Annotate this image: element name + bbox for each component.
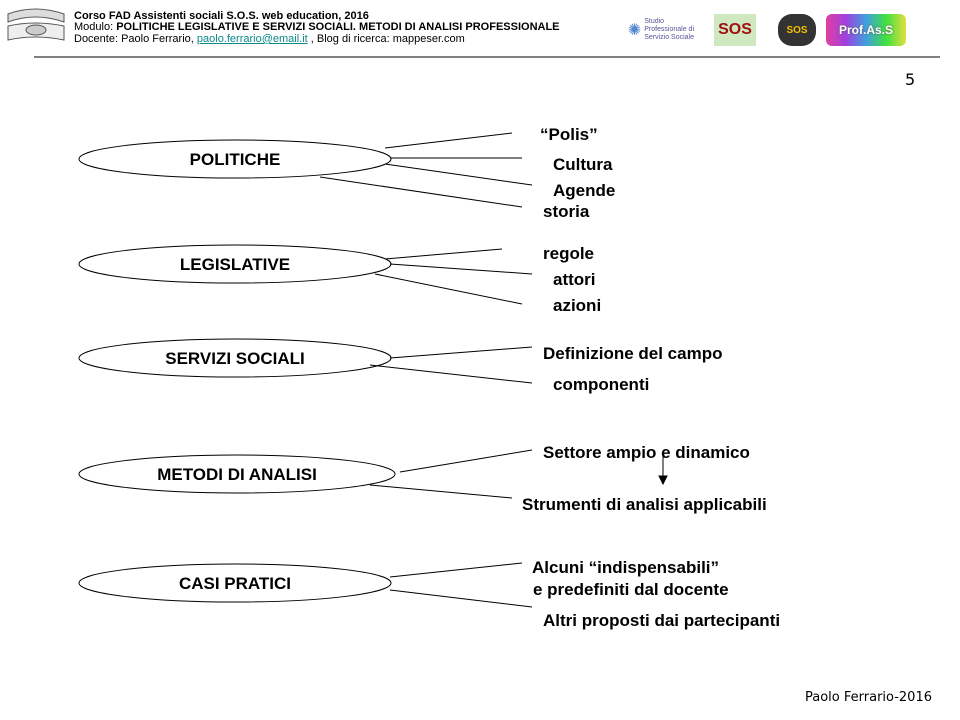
topic-casi-pratici: CASI PRATICI bbox=[178, 574, 292, 593]
course-logo-icon bbox=[7, 8, 65, 41]
item-polis: “Polis” bbox=[540, 125, 598, 144]
ellipse-politiche bbox=[78, 139, 392, 179]
email-link[interactable]: paolo.ferrario@email.it bbox=[196, 33, 308, 45]
item-attori: attori bbox=[553, 270, 596, 289]
topic-servizi-sociali: SERVIZI SOCIALI bbox=[165, 349, 305, 368]
topic-metodi-di-analisi: METODI DI ANALISI bbox=[157, 465, 317, 484]
profass-logo: Prof.As.S bbox=[826, 14, 906, 46]
item-componenti: componenti bbox=[553, 375, 650, 394]
ellipse-metodi bbox=[78, 454, 396, 494]
teacher-line: Docente: Paolo Ferrario, paolo.ferrario@… bbox=[74, 33, 465, 45]
item-storia: storia bbox=[543, 202, 590, 221]
item-strumenti: Strumenti di analisi applicabili bbox=[522, 495, 767, 514]
studio-logo: ✺Studio Professionale di Servizio Social… bbox=[627, 18, 695, 41]
item-azioni: azioni bbox=[553, 296, 602, 315]
item-cultura: Cultura bbox=[553, 155, 613, 174]
item-settore: Settore ampio e dinamico bbox=[543, 443, 750, 462]
topic-legislative: LEGISLATIVE bbox=[179, 255, 291, 274]
course-title: Corso FAD Assistenti sociali S.O.S. web … bbox=[74, 10, 369, 22]
teacher-name: Docente: Paolo Ferrario, bbox=[74, 33, 197, 45]
studio-logo-text: Studio Professionale di Servizio Sociale bbox=[644, 18, 695, 41]
sos-video-logo: SOS bbox=[778, 14, 816, 46]
footer-author: Paolo Ferrario-2016 bbox=[805, 690, 932, 705]
arrow-down-icon bbox=[658, 475, 668, 486]
item-agende: Agende bbox=[553, 181, 616, 200]
page-number: 5 bbox=[905, 70, 916, 89]
module-title: POLITICHE LEGISLATIVE E SERVIZI SOCIALI.… bbox=[116, 21, 560, 33]
item-definizione: Definizione del campo bbox=[543, 344, 723, 363]
item-indispensabili: Alcuni “indispensabili” bbox=[532, 558, 720, 577]
ellipse-casi-pratici bbox=[78, 563, 392, 603]
blog-text: , Blog di ricerca: mappeser.com bbox=[307, 33, 465, 45]
module-line: Modulo: POLITICHE LEGISLATIVE E SERVIZI … bbox=[74, 21, 560, 33]
connector-lines bbox=[319, 132, 664, 608]
item-regole: regole bbox=[543, 244, 595, 263]
item-predefiniti: e predefiniti dal docente bbox=[533, 580, 729, 599]
topic-politiche: POLITICHE bbox=[189, 150, 281, 169]
sos-logo: SOS bbox=[714, 14, 756, 46]
module-prefix: Modulo: bbox=[74, 21, 117, 33]
item-altri: Altri proposti dai partecipanti bbox=[543, 611, 781, 630]
